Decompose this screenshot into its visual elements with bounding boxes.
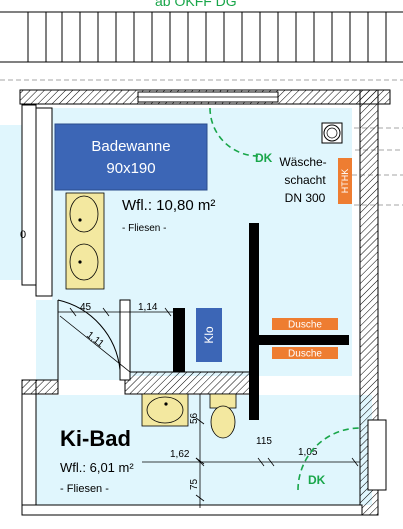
dim-162: 1,62 [170, 449, 190, 460]
header-text: ab OKFF DG [155, 0, 237, 9]
toilet-label: Klo [202, 326, 216, 344]
partition-wall [124, 371, 254, 395]
toilet [196, 308, 222, 362]
kids-bath-area: Wfl.: 6,01 m² [60, 460, 134, 475]
kids-bath-title: Ki-Bad [60, 426, 131, 451]
kids-door-swing [297, 427, 361, 491]
bathtub [54, 123, 208, 191]
corridor-floor [36, 300, 131, 380]
left-wall-upper [35, 107, 53, 297]
shower-tag-1 [272, 318, 338, 330]
kids-toilet [209, 393, 237, 439]
dimension-lines-upper [58, 307, 175, 373]
hthk-label: HTHK [340, 169, 350, 194]
roof-rafters [0, 11, 403, 63]
shower-tag-2 [272, 347, 338, 359]
bathtub-label-line1: Badewanne [91, 138, 170, 155]
dim-45: 45 [80, 302, 92, 313]
bottom-wall [21, 504, 363, 516]
kids-bath-floor-type: - Fliesen - [60, 483, 109, 495]
top-wall [19, 89, 391, 105]
shower-wall-horizontal [249, 335, 349, 345]
right-window [367, 419, 387, 491]
shaft-label-line1: Wäsche- [279, 155, 326, 169]
dim-56: 56 [189, 412, 200, 424]
dim-115: 115 [256, 436, 272, 447]
laundry-shaft-icon [321, 122, 343, 144]
hthk-tag [338, 158, 352, 204]
washbasin-double [65, 192, 105, 290]
left-room-wall [21, 104, 37, 286]
shower-tag-1-label: Dusche [288, 320, 322, 331]
bathroom-floor-type: - Fliesen - [122, 223, 166, 234]
shower-tag-2-label: Dusche [288, 349, 322, 360]
corridor-door [57, 299, 121, 380]
dim-105: 1,05 [298, 447, 318, 458]
bathroom-area: Wfl.: 10,80 m² [122, 197, 215, 214]
dim-75: 75 [189, 478, 200, 490]
klo-wall [173, 308, 185, 372]
dim-114: 1,14 [138, 302, 158, 313]
right-wall [359, 89, 379, 516]
bathroom-door-tag: DK [255, 151, 273, 165]
dim-0: 0 [20, 229, 26, 241]
dimension-lines-lower [142, 394, 360, 508]
kids-bath-floor [36, 395, 372, 505]
shaft-label-line2: schacht [284, 173, 326, 187]
left-wall-lower [21, 379, 37, 511]
kids-washbasin [141, 393, 189, 427]
partition-stub [21, 379, 59, 395]
shaft-label-line3: DN 300 [285, 191, 326, 205]
shower-wall-vertical [249, 223, 259, 420]
kids-door-tag: DK [308, 473, 326, 487]
corridor-wall-right [119, 299, 131, 381]
bathtub-label-line2: 90x190 [106, 160, 155, 177]
